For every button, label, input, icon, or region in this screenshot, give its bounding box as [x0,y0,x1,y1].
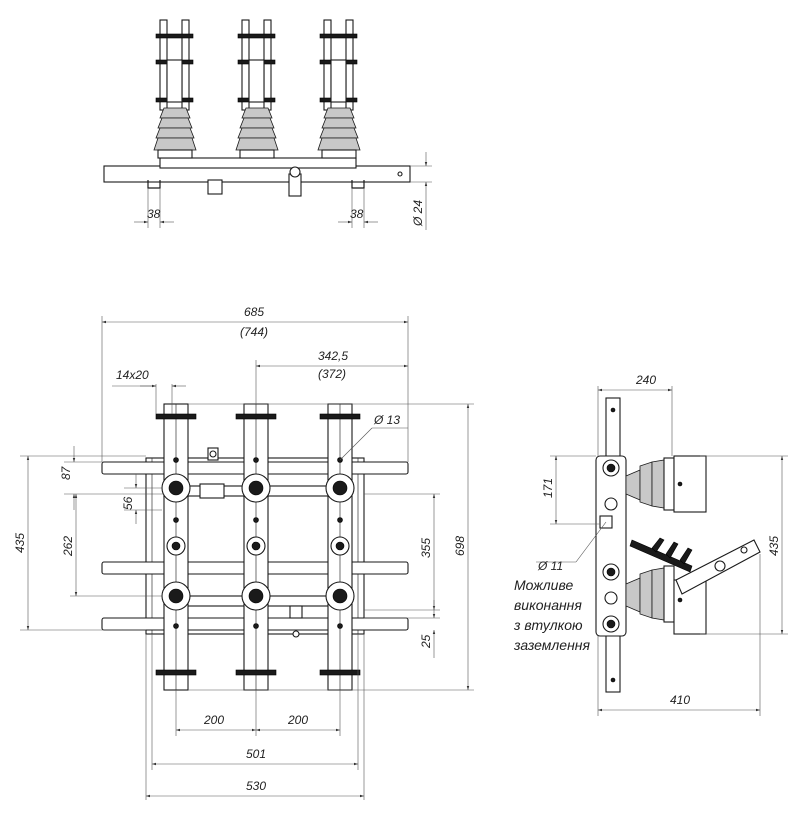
pole-front-1 [155,403,197,691]
lever-block [199,483,225,499]
dim-200-right: 200 [287,713,308,727]
dim-530: 530 [246,779,266,793]
dim-top-d24: Ø 24 [411,200,425,227]
pole-front-2 [235,403,277,691]
note-line-2: виконання [514,597,582,613]
pole-top-2 [235,19,279,159]
side-insulator-upper [625,455,707,513]
drive-hub [289,166,301,178]
dim-56: 56 [121,496,135,510]
base-hole [397,171,403,177]
dim-698: 698 [453,536,467,556]
dim-355: 355 [419,538,433,558]
dim-14x20: 14x20 [116,368,149,382]
top-view: 38 38 Ø 24 [103,19,432,230]
right-bracket [351,180,365,189]
dim-685: 685 [244,305,264,319]
grounding-note: Можливе виконання з втулкою заземлення [513,577,590,653]
dim-262: 262 [61,536,75,557]
top-base-frame [159,157,357,169]
dim-87: 87 [59,465,73,480]
left-bracket [147,180,161,189]
note-line-4: заземлення [513,637,590,653]
drive-block [289,605,303,619]
dim-side-d11: Ø 11 [537,559,563,573]
dim-side-240: 240 [635,373,656,387]
side-arm [629,537,761,595]
side-frame [595,455,627,637]
dim-top-38-left: 38 [147,207,161,221]
drive-lever [207,179,223,195]
dim-d13: Ø 13 [373,413,400,427]
dim-200-left: 200 [203,713,224,727]
dim-435-front: 435 [13,533,27,553]
note-line-1: Можливе [514,577,573,593]
dim-top-38-right: 38 [350,207,364,221]
pole-top-3 [317,19,361,159]
dim-744: (744) [240,325,268,339]
dim-side-410: 410 [670,693,690,707]
dim-342-5: 342,5 [318,349,348,363]
side-view: 240 171 Ø 11 435 410 Можливе виконання з… [513,373,788,716]
dim-501: 501 [246,747,266,761]
dim-side-435: 435 [767,536,781,556]
dim-25: 25 [419,634,433,649]
dim-side-171: 171 [541,478,555,498]
front-view: 685 (744) 342,5 (372) 14x20 Ø 13 435 87 [13,305,474,800]
pole-top-1 [153,19,197,159]
dim-372: (372) [318,367,346,381]
note-line-3: з втулкою [513,617,583,633]
